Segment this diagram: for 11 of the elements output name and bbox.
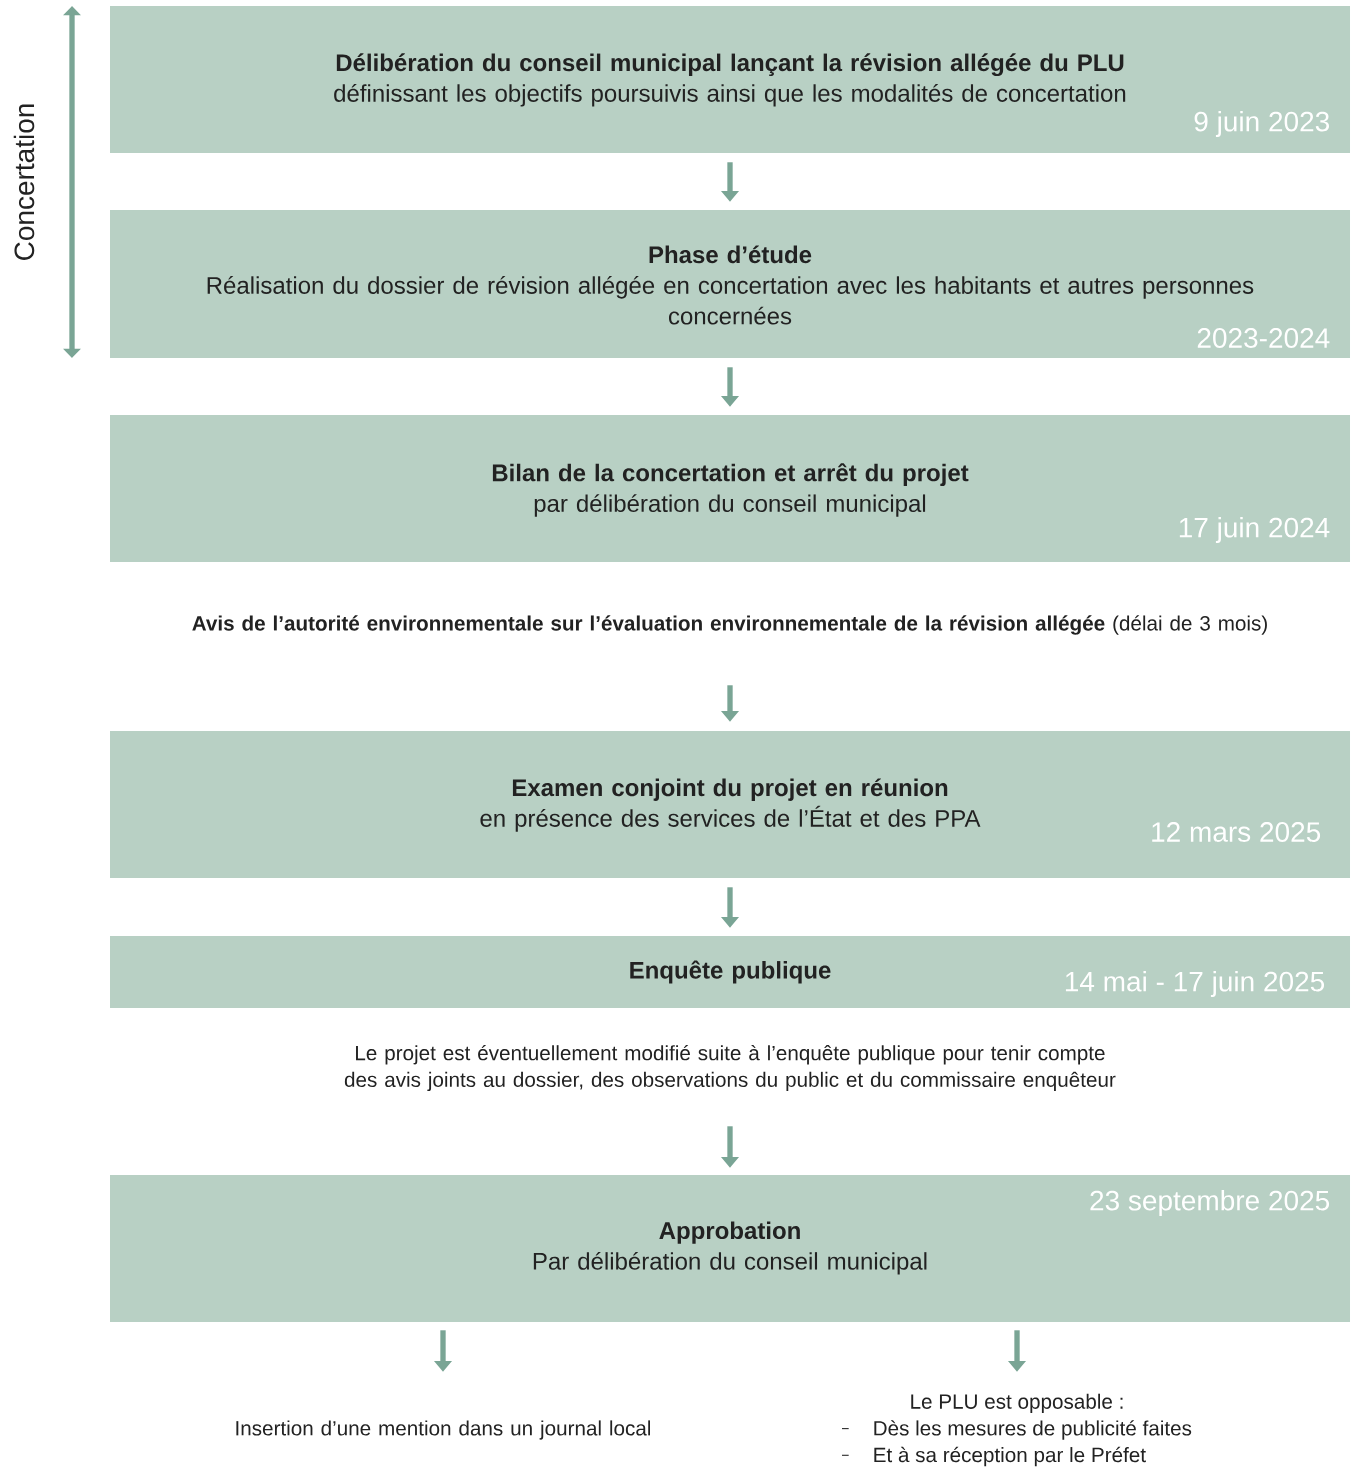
note-text: Insertion d’une mention dans un journal local [236,1420,651,1440]
process-box: Délibération du conseil municipal lançant la révision allégée du PLU définissant les objectifs poursuivis ainsi que les modalités de concertation 9 juin 2023 [110,6,1350,153]
process-box: Bilan de la concertation et arrêt du projet par délibération du conseil municipal 17 juin 2024 [110,415,1350,562]
process-box: Enquête publique 14 mai - 17 juin 2025 [110,936,1350,1008]
process-box: Phase d’étude Réalisation du dossier de révision allégée en concertation avec les habitants et autres personnes concernées 2023-2024 [110,210,1350,358]
note-text: Le PLU est opposable : Dès les mesures de publicité faites Et à sa réception par le Préfet [841,1393,1192,1467]
note-text: Le projet est éventuellement modifié suite à l’enquête publique pour tenir compte des avis joints au dossier, des observations du public et du commissaire enquêteur [344,1044,1116,1092]
process-box: Examen conjoint du projet en réunion en présence des services de l’État et des PPA 12 mars 2025 [110,731,1350,878]
note-text: Avis de l’autorité environnementale sur l’évaluation environnementale de la révision allégée (délai de 3 mois) [192,615,1267,635]
period-label: Concertation [13,104,35,260]
process-box: Approbation Par délibération du conseil municipal 23 septembre 2025 [110,1175,1350,1322]
